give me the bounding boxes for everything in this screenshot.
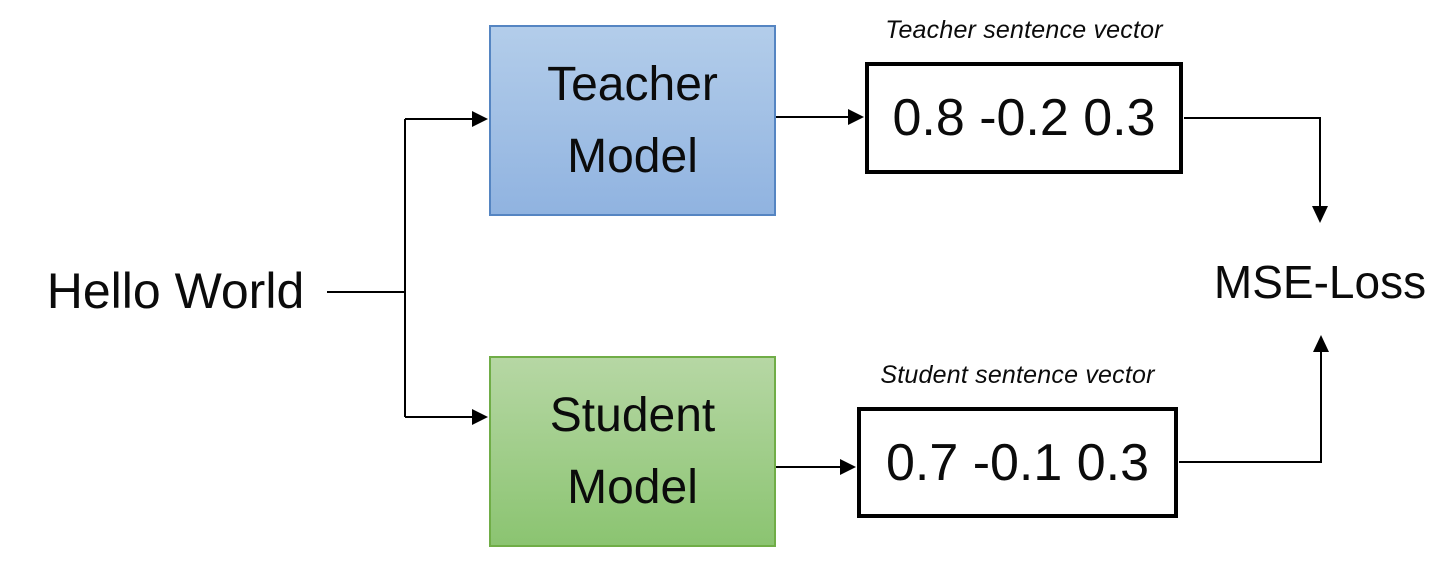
student-vector-value: 0.7 -0.1 0.3 [885, 433, 1150, 492]
mse-loss-text: MSE-Loss [1213, 256, 1427, 308]
teacher-model-box: Teacher Model [489, 25, 776, 216]
teacher-vector-box: 0.8 -0.2 0.3 [865, 62, 1183, 174]
student-model-box: Student Model [489, 356, 776, 547]
student-model-label: Student Model [549, 388, 716, 514]
input-to-teacher-arrowhead [472, 111, 488, 127]
student-vector-to-loss-line [1179, 352, 1322, 463]
input-text: Hello World [18, 262, 333, 320]
teacher-model-label: Teacher Model [547, 57, 718, 183]
teacher-vector-to-loss-line [1184, 117, 1321, 206]
student-vector-box: 0.7 -0.1 0.3 [857, 407, 1178, 518]
input-text-label: Hello World [46, 263, 305, 319]
teacher-to-vector-arrowhead [848, 109, 864, 125]
teacher-vector-caption: Teacher sentence vector [885, 16, 1163, 44]
input-to-student-arrowhead [472, 409, 488, 425]
student-vector-caption: Student sentence vector [880, 361, 1155, 389]
mse-loss-label: MSE-Loss [1204, 254, 1436, 310]
teacher-vector-to-loss-arrowhead [1312, 206, 1328, 223]
student-to-vector-arrowhead [840, 459, 856, 475]
teacher-vector-value: 0.8 -0.2 0.3 [892, 89, 1156, 147]
student-vector-to-loss-arrowhead [1313, 335, 1329, 352]
